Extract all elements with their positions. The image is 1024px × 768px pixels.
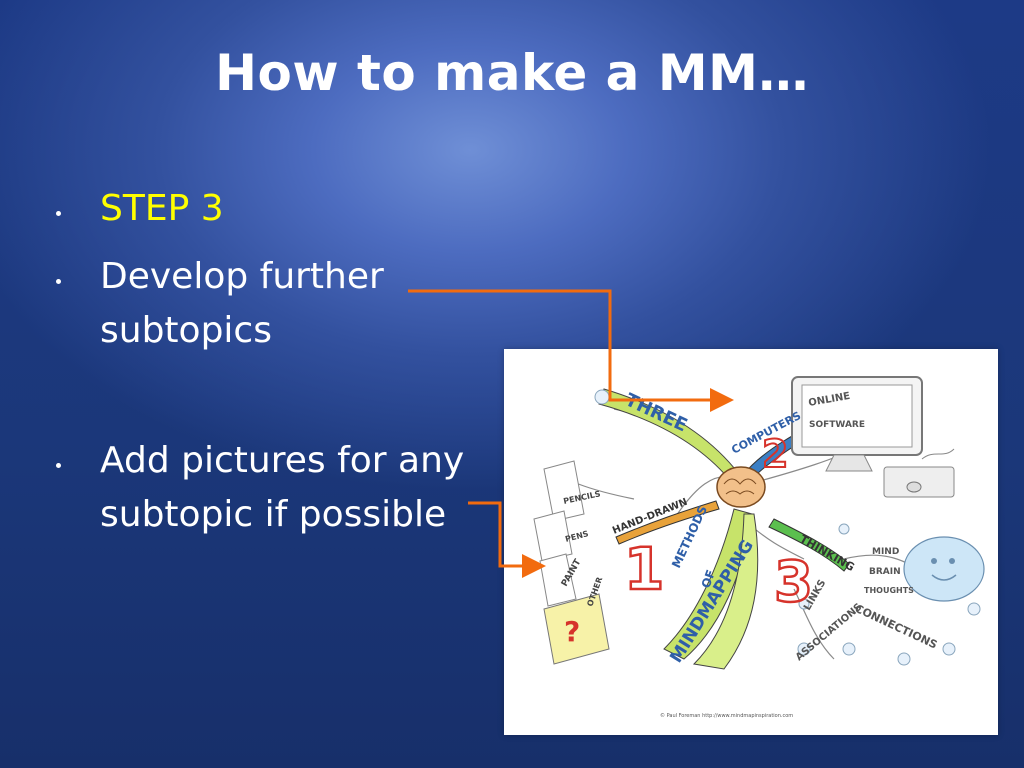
label-num-1: 1 <box>624 535 664 603</box>
label-three: THREE <box>622 389 691 436</box>
mindmap-drawing: THREE COMPUTERS ONLINE SOFTWARE HAND-DRA… <box>533 376 985 670</box>
bullet-step-text: STEP 3 <box>100 188 224 229</box>
bullet-dot <box>56 463 61 468</box>
label-software: SOFTWARE <box>809 420 865 430</box>
brain-icon <box>716 466 766 508</box>
note-icon <box>533 460 610 665</box>
label-num-2: 2 <box>762 432 788 476</box>
image-credit: © Paul Foreman http://www.mindmapinspira… <box>660 713 794 719</box>
bullet-pictures-line1: Add pictures for any <box>100 440 465 481</box>
label-connections: CONNECTIONS <box>853 602 940 652</box>
label-question: ? <box>564 615 580 648</box>
label-num-3: 3 <box>774 550 813 615</box>
label-brain: BRAIN <box>869 567 901 577</box>
bullet-pictures-line2: subtopic if possible <box>100 494 447 535</box>
cloud-icon <box>903 536 985 602</box>
label-thoughts: THOUGHTS <box>864 586 914 595</box>
bullet-dot <box>56 211 61 216</box>
mindmap-image: THREE COMPUTERS ONLINE SOFTWARE HAND-DRA… <box>504 349 998 735</box>
slide-title: How to make a MM… <box>215 44 809 102</box>
bullet-develop-line1: Develop further <box>100 256 384 297</box>
bullet-dot <box>56 279 61 284</box>
label-other: OTHER <box>585 576 604 608</box>
label-of: OF <box>699 568 718 590</box>
computer-icon <box>791 376 955 498</box>
label-mind: MIND <box>872 547 899 557</box>
bullet-develop-line2: subtopics <box>100 310 272 351</box>
